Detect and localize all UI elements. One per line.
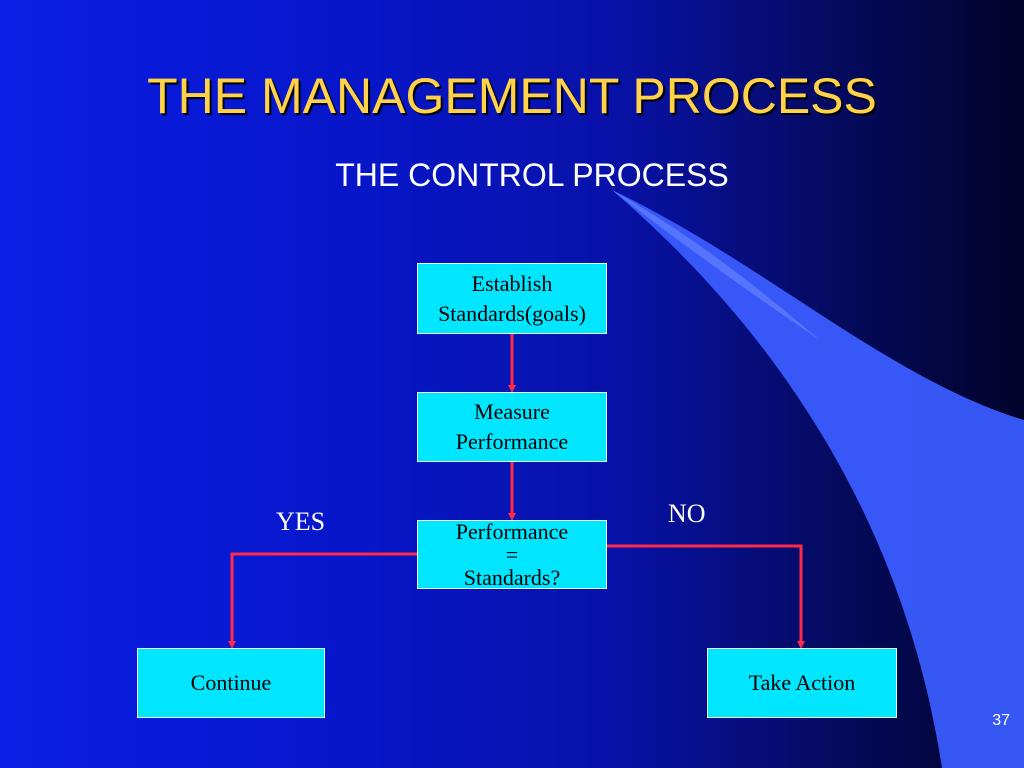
slide-subtitle: THE CONTROL PROCESS: [335, 157, 729, 193]
continue-label: Continue: [190, 670, 272, 695]
slide-title: THE MANAGEMENT PROCESS: [147, 68, 877, 124]
establish-standards-box: Establish Standards(goals): [417, 263, 607, 334]
no-label: NO: [668, 499, 706, 528]
arrow-decision-to-take-action: [606, 544, 805, 649]
establish-line-1: Establish: [471, 270, 553, 296]
continue-box: Continue: [137, 648, 325, 718]
page-number: 37: [992, 712, 1010, 729]
take-action-label: Take Action: [748, 670, 856, 695]
decision-line-1: Performance: [455, 519, 569, 544]
measure-performance-text: Measure Performance: [456, 397, 568, 457]
decor-swoosh-highlight: [612, 190, 820, 340]
yes-label: YES: [276, 507, 326, 536]
decision-text: Performance = Standards?: [456, 520, 568, 589]
decision-box: Performance = Standards?: [417, 520, 607, 589]
establish-standards-text: Establish Standards(goals): [438, 269, 586, 329]
measure-performance-box: Measure Performance: [417, 392, 607, 462]
take-action-box: Take Action: [707, 648, 897, 718]
arrow-decision-to-continue: [228, 552, 418, 649]
measure-line-2: Performance: [455, 429, 569, 454]
establish-line-2: Standards(goals): [438, 300, 586, 326]
decision-line-3: Standards?: [463, 565, 561, 590]
decor-swoosh: [612, 190, 1024, 768]
measure-line-1: Measure: [474, 399, 550, 424]
decision-line-2: =: [505, 542, 519, 567]
